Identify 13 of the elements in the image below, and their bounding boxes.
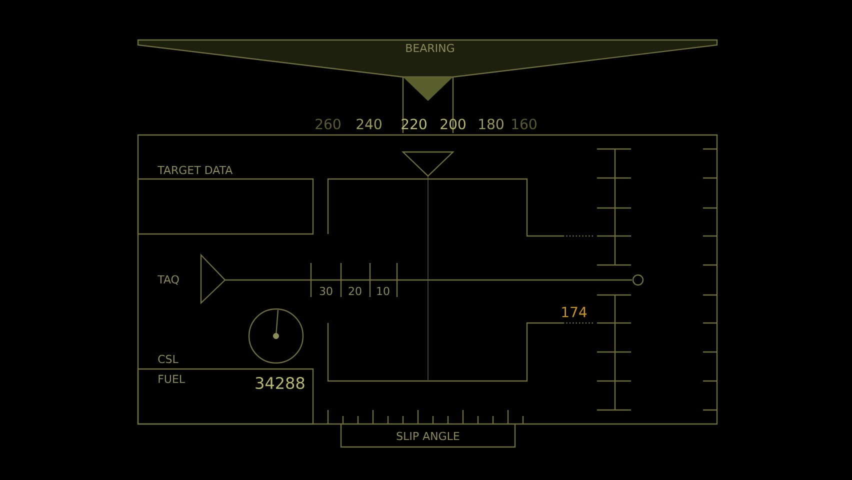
bearing-number: 260 [316, 118, 340, 130]
range-number: 30 [320, 286, 332, 296]
slip-angle-box: SLIP ANGLE [340, 424, 516, 448]
range-number: 20 [348, 286, 362, 296]
fuel-box: FUEL 34288 [137, 368, 314, 425]
bearing-number: 160 [512, 118, 536, 130]
node-label: TARGET DATA [158, 166, 233, 174]
bearing-number: 180 [479, 118, 504, 130]
altitude-readout: 174 [562, 306, 587, 318]
range-number: 10 [377, 286, 390, 296]
target-data-box: TARGET DATA [137, 166, 314, 235]
bearing-number: 240 [356, 118, 382, 130]
range-label: TAQ [158, 275, 179, 285]
